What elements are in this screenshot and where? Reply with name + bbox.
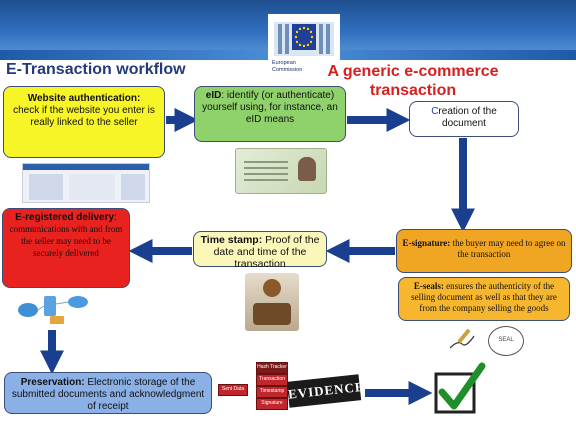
creation-first-letter: C: [431, 106, 439, 117]
preservation-heading: Preservation:: [20, 377, 85, 388]
evidence-label: Timestamp: [256, 386, 288, 398]
website-screenshot-image: [22, 163, 150, 203]
time-stamp-heading: Time stamp:: [200, 234, 263, 246]
evidence-input-label: Sent Data: [218, 384, 248, 396]
website-auth-heading: Website authentication:: [27, 93, 141, 104]
id-card-lines: [244, 161, 288, 163]
eseal-body: ensures the authenticity of the selling …: [411, 281, 557, 313]
stamp-knob: [263, 279, 281, 297]
website-column: [29, 174, 63, 200]
creation-body: reation of the document: [438, 106, 497, 129]
eseal-heading: E-seals:: [413, 281, 444, 291]
time-stamp-body: Proof of the date and time of the transa…: [213, 234, 320, 270]
preservation-body: Electronic storage of the submitted docu…: [11, 377, 205, 412]
website-column: [69, 174, 115, 200]
network-cloud-icon: [18, 296, 88, 324]
website-header-bar: [23, 164, 149, 170]
ereg-colon: :: [114, 212, 117, 223]
stamp-base: [253, 303, 291, 325]
evidence-label: Hash Tracker: [256, 362, 288, 374]
id-card-photo: [298, 157, 316, 181]
eid-box: eID: identify (or authenticate) yourself…: [194, 86, 346, 142]
e-signature-box: E-signature: the buyer may need to agree…: [396, 229, 572, 273]
eid-heading: eID: [205, 90, 222, 101]
id-card-image: [235, 148, 327, 194]
eid-body: : identify (or authenticate) yourself us…: [202, 90, 338, 125]
website-column: [121, 174, 145, 200]
esig-heading: E-signature:: [402, 238, 451, 248]
eu-logo: European Commission: [268, 14, 340, 76]
seal-icon: SEAL: [488, 326, 524, 356]
page-title: E-Transaction workflow: [6, 61, 186, 78]
time-stamp-box: Time stamp: Proof of the date and time o…: [193, 231, 327, 270]
eu-logo-text: European Commission: [270, 60, 342, 73]
pen-signature-icon: [449, 328, 475, 349]
e-seals-box: E-seals: ensures the authenticity of the…: [398, 277, 570, 321]
website-auth-body: check if the website you enter is really…: [13, 105, 155, 128]
check-icon: [434, 362, 486, 414]
eu-building-icon: [274, 22, 334, 56]
e-registered-delivery-box: E-registered delivery: communications wi…: [2, 208, 130, 288]
website-authentication-box: Website authentication: check if the web…: [3, 86, 165, 158]
evidence-label: Transaction: [256, 374, 288, 386]
esig-body: the buyer may need to agree on the trans…: [450, 238, 566, 259]
org-name-line2: Commission: [272, 66, 303, 73]
page-subtitle: A generic e-commerce transaction: [327, 63, 499, 99]
ereg-heading: E-registered delivery: [15, 212, 115, 223]
org-name-line1: European: [272, 60, 296, 66]
ereg-body: communications with and from the seller …: [9, 224, 123, 258]
time-stamp-image: [245, 273, 299, 331]
evidence-label: Signature: [256, 398, 288, 410]
preservation-box: Preservation: Electronic storage of the …: [4, 372, 212, 414]
creation-box: Creation of the document: [409, 101, 519, 137]
